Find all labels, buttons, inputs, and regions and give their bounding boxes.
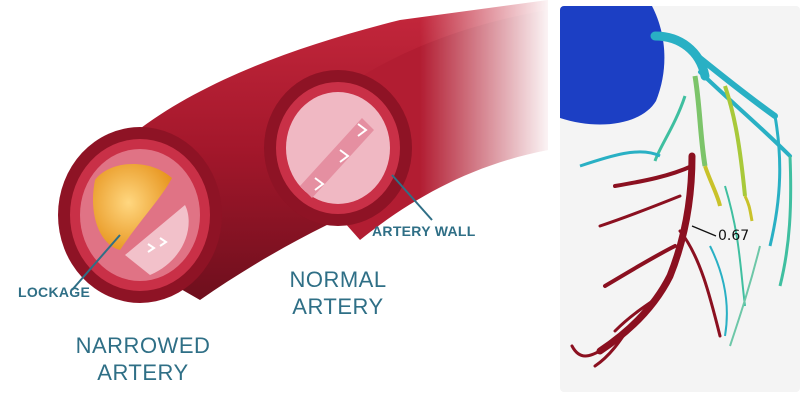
coronary-tree-render [560,6,800,392]
ffr-value-label: 0.67 [718,228,749,244]
artery-illustration-panel: LOCKAGE ARTERY WALL NORMAL ARTERY NARROW… [0,0,548,395]
normal-artery-label: NORMAL ARTERY [268,266,408,320]
stenosed-branch-tree [572,156,720,366]
heart-aorta-shape [560,6,664,124]
blockage-label: LOCKAGE [18,284,118,300]
artery-wall-label: ARTERY WALL [372,223,476,239]
ffr-leader-line [692,226,716,236]
narrowed-artery-label: NARROWED ARTERY [48,332,238,386]
coronary-tree-panel: 0.67 [560,6,800,392]
normal-artery-cross-section [264,70,412,226]
